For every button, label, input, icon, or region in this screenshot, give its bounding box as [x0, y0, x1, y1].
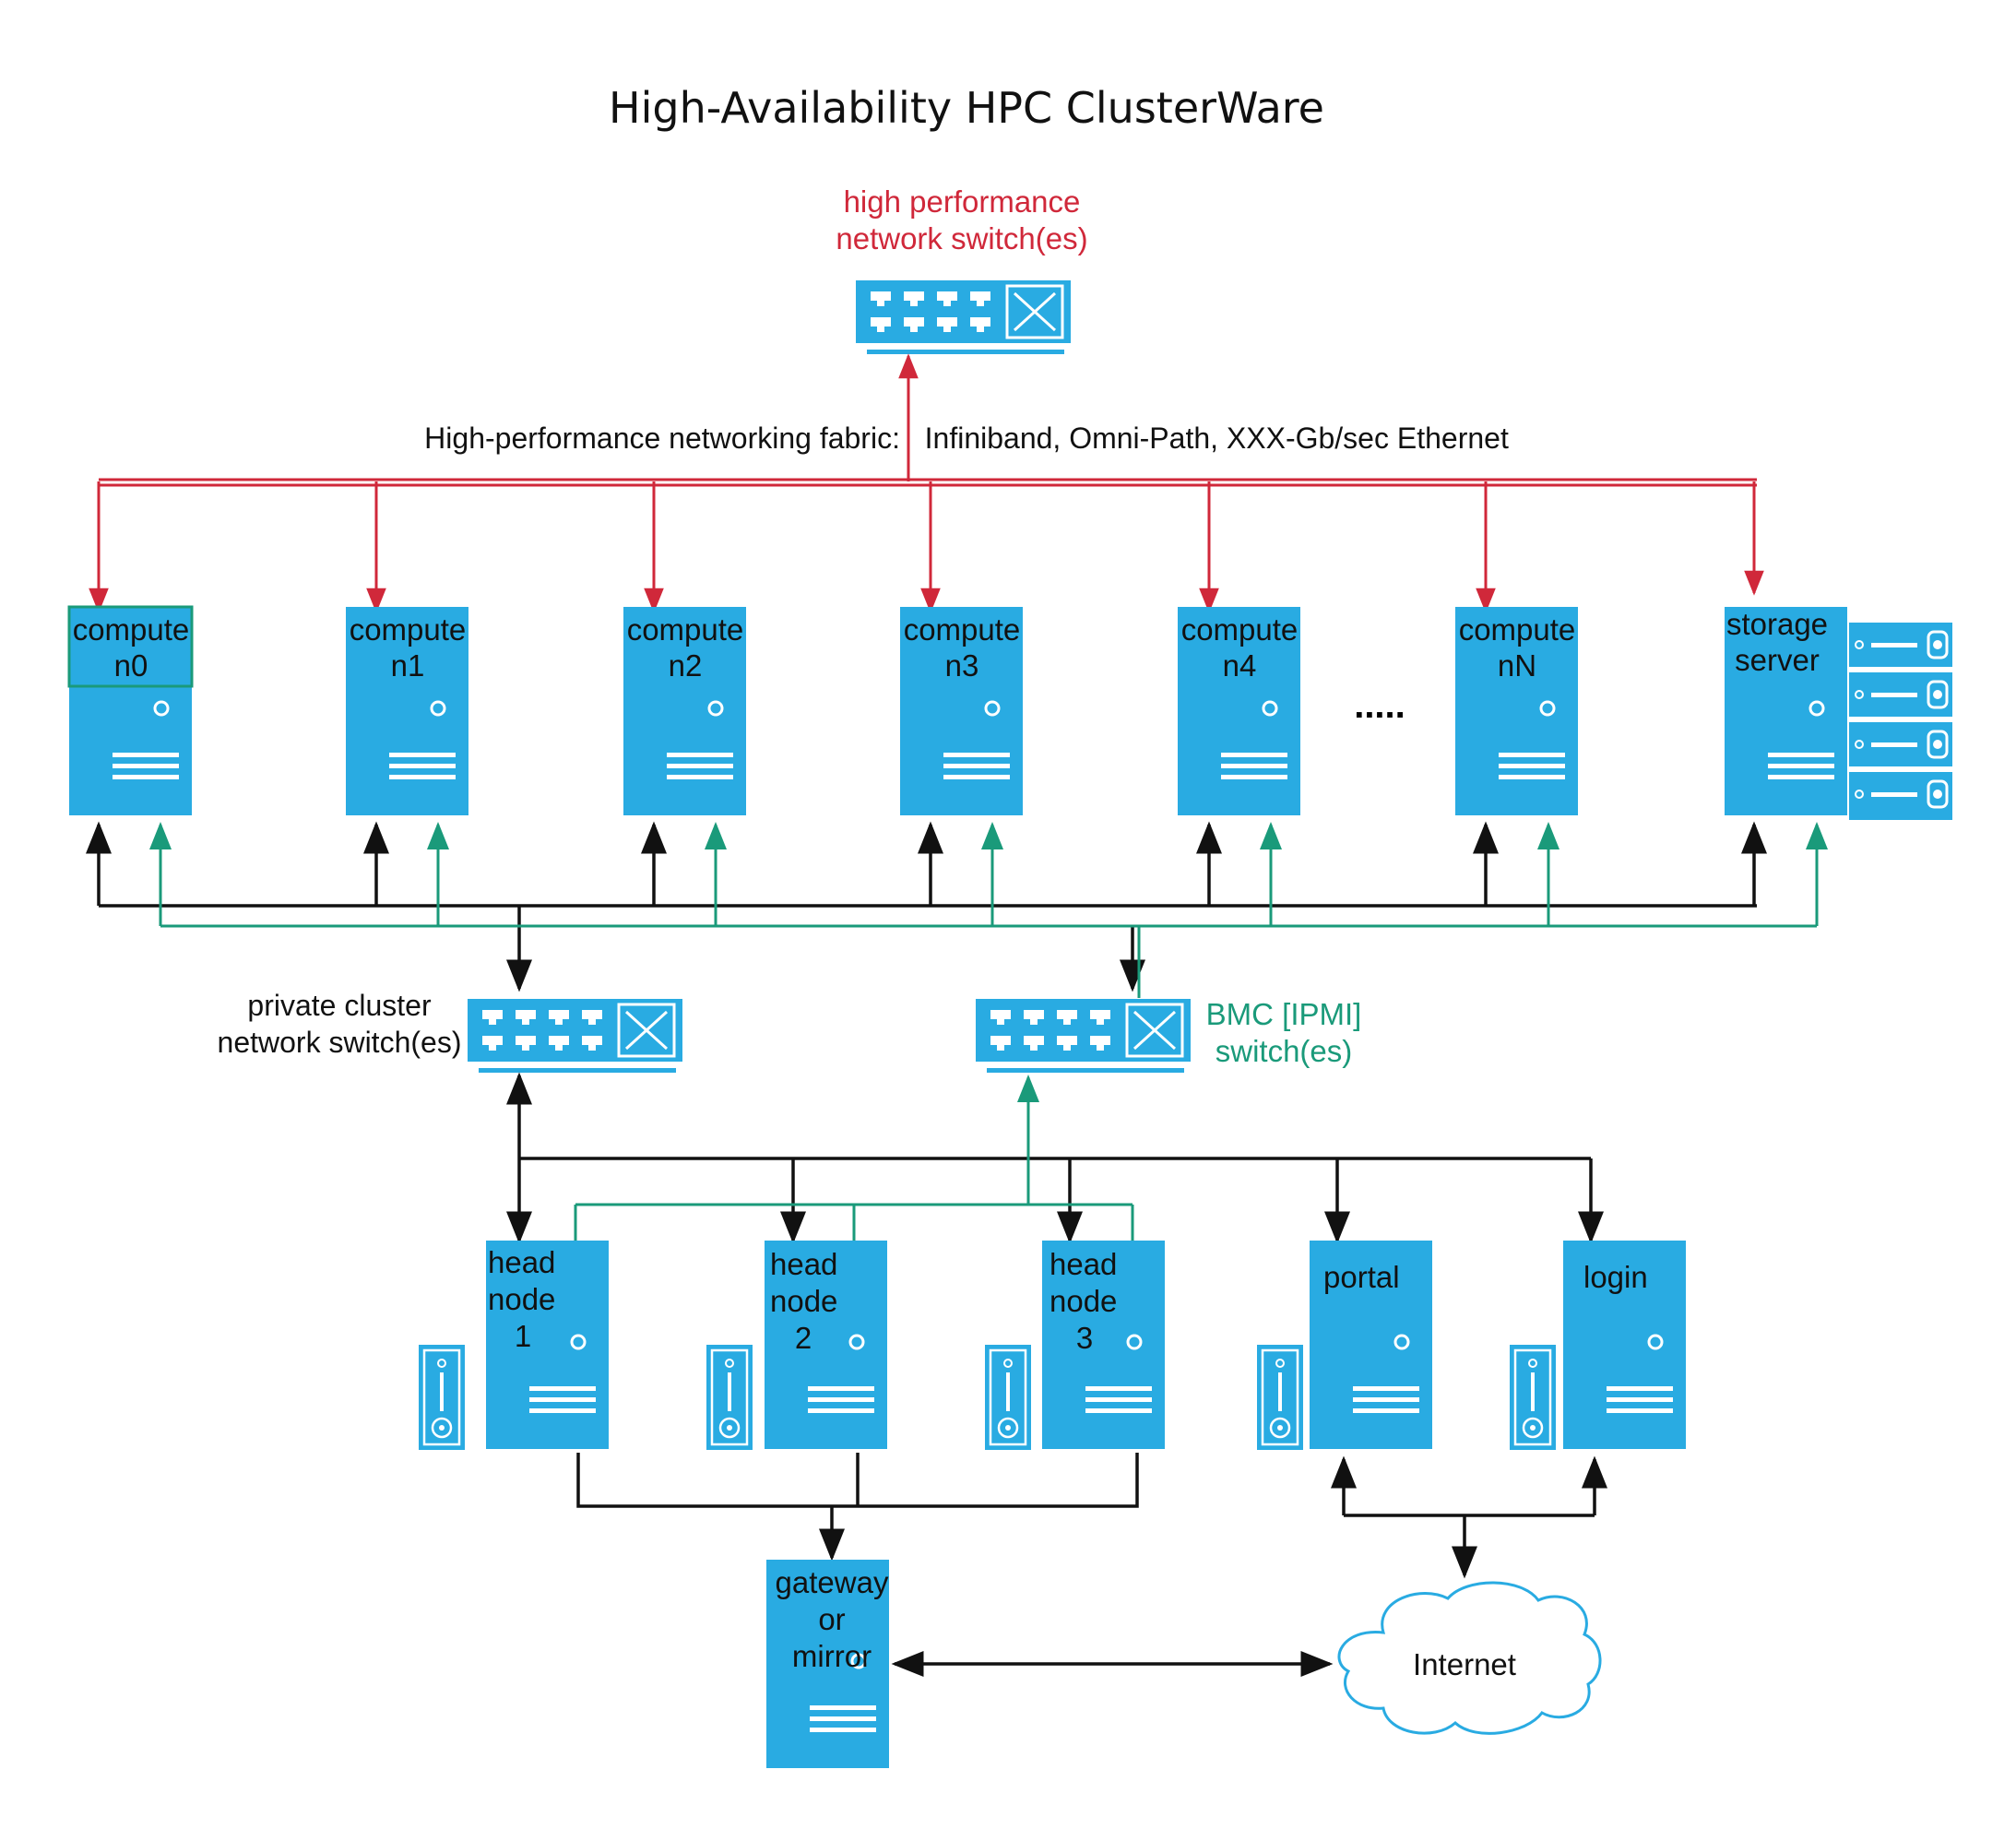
- compute-n0-label-line2: n0: [114, 648, 148, 683]
- head-node-1-label-line1: head: [488, 1245, 555, 1279]
- head-node-1-label-line2: node: [488, 1282, 555, 1316]
- gateway-label-line2: or: [818, 1602, 845, 1636]
- head-node-1-disk-icon: [419, 1345, 465, 1450]
- compute-n4-label-line2: n4: [1223, 648, 1257, 683]
- compute-node-n4[interactable]: compute n4: [1178, 607, 1300, 815]
- login-disk-icon: [1510, 1345, 1556, 1450]
- compute-n1-label-line1: compute: [350, 612, 467, 647]
- compute-nN-label-line1: compute: [1459, 612, 1576, 647]
- internet-cloud-icon: [1337, 1581, 1602, 1735]
- head-to-gateway-links: [576, 1453, 1139, 1562]
- head-node-2-label-line1: head: [770, 1247, 837, 1281]
- head-node-2-label-line2: node: [770, 1284, 837, 1318]
- bmc-links-head: [574, 1075, 1134, 1241]
- head-node-3-label-line1: head: [1050, 1247, 1117, 1281]
- compute-node-n2[interactable]: compute n2: [623, 607, 746, 815]
- private-network-links-head: [506, 1072, 1604, 1244]
- login-label: login: [1583, 1260, 1648, 1294]
- compute-n3-label-line2: n3: [945, 648, 979, 683]
- head-node-1[interactable]: head node 1: [486, 1241, 609, 1449]
- bmc-switch-label-line1: BMC [IPMI]: [1206, 997, 1362, 1031]
- compute-node-nN[interactable]: compute nN: [1455, 607, 1578, 815]
- storage-server[interactable]: storage server: [1725, 607, 1847, 815]
- head-node-2-disk-icon: [706, 1345, 753, 1450]
- compute-node-n0[interactable]: compute n0: [67, 605, 194, 815]
- head-node-2-label-line3: 2: [795, 1321, 812, 1355]
- storage-disk-array-icon: [1849, 623, 1952, 820]
- portal-label: portal: [1323, 1260, 1400, 1294]
- portal-server[interactable]: portal: [1310, 1241, 1432, 1449]
- diagram-title: High-Availability HPC ClusterWare: [609, 83, 1324, 133]
- gateway-label-line1: gateway: [776, 1565, 889, 1599]
- gateway-label-line3: mirror: [792, 1639, 872, 1673]
- compute-n2-label-line1: compute: [627, 612, 744, 647]
- compute-n4-label-line1: compute: [1181, 612, 1299, 647]
- gateway-or-mirror[interactable]: gateway or mirror: [766, 1560, 889, 1768]
- compute-n1-label-line2: n1: [391, 648, 425, 683]
- bmc-switch-label-line2: switch(es): [1216, 1034, 1353, 1068]
- private-switch-label-line1: private cluster: [247, 989, 432, 1022]
- compute-nN-label-line2: nN: [1498, 648, 1536, 683]
- compute-n2-label-line2: n2: [669, 648, 703, 683]
- fabric-label: High-performance networking fabric: Infi…: [424, 422, 1509, 455]
- portal-disk-icon: [1257, 1345, 1303, 1450]
- storage-label-line1: storage: [1726, 607, 1828, 641]
- hp-switch-label-line2: network switch(es): [836, 221, 1087, 255]
- hp-switch-label-line1: high performance: [844, 184, 1081, 219]
- head-node-3[interactable]: head node 3: [1042, 1241, 1165, 1449]
- portal-login-internet-links: [1331, 1455, 1607, 1579]
- private-network-links-compute: [86, 821, 1767, 992]
- bmc-switch-icon: [976, 999, 1191, 1073]
- compute-n0-label-line1: compute: [73, 612, 190, 647]
- bmc-links-compute: [149, 822, 1828, 998]
- head-node-2[interactable]: head node 2: [765, 1241, 887, 1449]
- storage-label-line2: server: [1735, 643, 1820, 677]
- head-node-3-label-line3: 3: [1076, 1321, 1093, 1355]
- login-server[interactable]: login: [1563, 1241, 1686, 1449]
- compute-ellipsis: .....: [1354, 685, 1405, 726]
- head-node-3-disk-icon: [985, 1345, 1031, 1450]
- head-node-3-label-line2: node: [1050, 1284, 1117, 1318]
- private-switch-icon: [468, 999, 682, 1073]
- hp-switch-icon: [856, 280, 1071, 354]
- compute-node-n1[interactable]: compute n1: [346, 607, 468, 815]
- internet-label: Internet: [1413, 1647, 1516, 1681]
- head-node-1-label-line3: 1: [515, 1319, 531, 1353]
- compute-n3-label-line1: compute: [904, 612, 1021, 647]
- compute-node-n3[interactable]: compute n3: [900, 607, 1023, 815]
- private-switch-label-line2: network switch(es): [218, 1026, 462, 1059]
- fabric-links: [89, 353, 1764, 613]
